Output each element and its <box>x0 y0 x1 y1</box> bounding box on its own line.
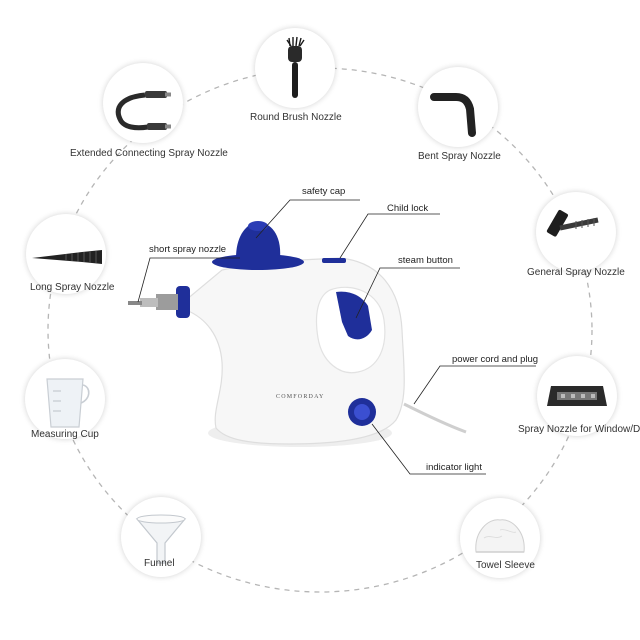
extended-nozzle-circle <box>103 63 183 143</box>
measuring-cup-label: Measuring Cup <box>31 429 99 440</box>
extended-nozzle-label: Extended Connecting Spray Nozzle <box>70 148 228 159</box>
round-brush-nozzle-label: Round Brush Nozzle <box>250 112 342 123</box>
child-lock-callout: Child lock <box>387 203 429 214</box>
round-brush-nozzle-circle <box>255 28 335 108</box>
general-spray-nozzle-label: General Spray Nozzle <box>527 267 625 278</box>
safety-cap-callout: safety cap <box>302 186 346 197</box>
long-spray-nozzle-circle <box>26 214 106 294</box>
indicator-light-callout: indicator light <box>426 462 482 473</box>
power-cord-callout: power cord and plug <box>452 354 539 365</box>
bent-spray-nozzle-circle <box>418 67 498 147</box>
general-spray-nozzle-circle <box>536 192 616 272</box>
funnel-circle <box>121 497 201 577</box>
measuring-cup-circle <box>25 359 105 439</box>
short-spray-nozzle-callout: short spray nozzle <box>149 244 227 255</box>
towel-sleeve-label: Towel Sleeve <box>476 560 535 571</box>
funnel-label: Funnel <box>144 558 175 569</box>
long-spray-nozzle-label: Long Spray Nozzle <box>30 282 115 293</box>
brand-logo: COMFORDAY <box>276 394 325 400</box>
steam-button-callout: steam button <box>398 255 453 266</box>
towel-sleeve-circle <box>460 498 540 578</box>
bent-spray-nozzle-label: Bent Spray Nozzle <box>418 151 501 162</box>
window-door-nozzle-label: Spray Nozzle for Window/Door <box>518 424 640 435</box>
window-door-nozzle-circle <box>537 356 617 436</box>
